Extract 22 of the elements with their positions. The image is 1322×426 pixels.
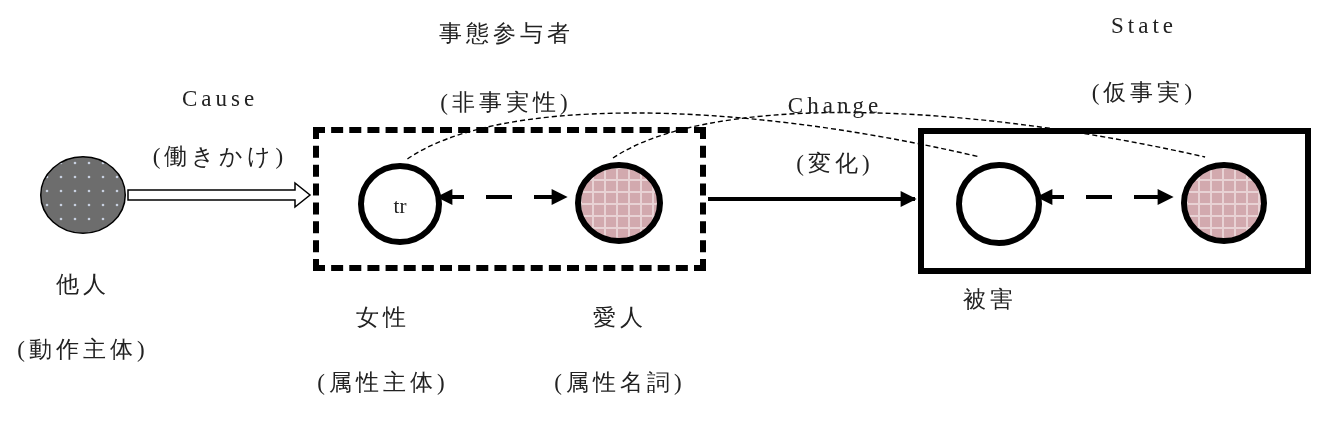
arrow (708, 191, 917, 207)
node-caption: 女性 (356, 304, 410, 332)
heading-text: State (1111, 12, 1177, 40)
heading-text: (非事実性) (440, 89, 572, 117)
heading-text: (仮事実) (1091, 79, 1197, 107)
hollow-arrow (127, 181, 312, 209)
node-caption: (属性主体) (317, 369, 449, 397)
heading-text: 事態参与者 (438, 20, 574, 48)
node-label: tr (393, 193, 407, 220)
node-caption: (属性名詞) (554, 369, 686, 397)
node-caption: (動作主体) (17, 336, 149, 364)
circle-node (1181, 162, 1267, 244)
circle-node (40, 156, 126, 234)
node-caption: 愛人 (593, 304, 647, 332)
dotted-curve (612, 111, 1206, 159)
edge-label: Change (変化) (786, 92, 884, 178)
node-caption: 他人 (56, 271, 110, 299)
node-caption: 被害 (963, 286, 1017, 314)
edge-label: Cause (働きかけ) (151, 85, 289, 171)
circle-node (575, 162, 663, 244)
circle-node (358, 163, 442, 245)
circle-node (956, 162, 1042, 246)
